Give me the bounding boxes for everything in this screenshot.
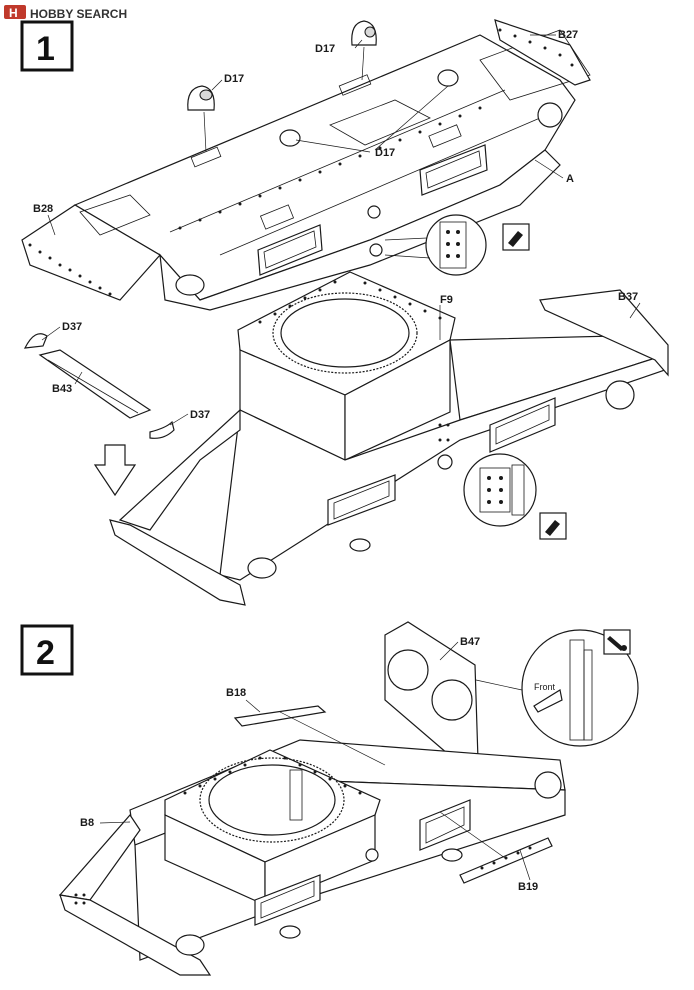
attention-paint-icon xyxy=(603,629,631,655)
part-label-b28: B28 xyxy=(33,203,53,215)
rivet-row xyxy=(74,756,362,905)
b43-d37-parts xyxy=(23,333,175,439)
rivet-row xyxy=(28,28,574,296)
part-label-b19: B19 xyxy=(518,881,538,893)
b19-part xyxy=(439,811,553,884)
part-label-b27: B27 xyxy=(558,29,578,41)
part-label-b43: B43 xyxy=(52,383,72,395)
watermark-badge-icon xyxy=(4,5,26,19)
d17-fittings xyxy=(187,20,459,153)
step-1-number: 1 xyxy=(20,20,74,72)
part-label-b8: B8 xyxy=(80,817,94,829)
glue-icon xyxy=(539,512,567,540)
lower-hull-part-f9 xyxy=(109,271,669,606)
watermark-badge: H xyxy=(9,6,18,20)
step-2-number: 2 xyxy=(20,624,74,676)
glue-icon xyxy=(502,223,530,251)
part-label-d17-center: D17 xyxy=(375,147,395,159)
detail-magnifier-icon xyxy=(463,453,537,527)
part-label-b37: B37 xyxy=(618,291,638,303)
watermark: H HOBBY SEARCH xyxy=(4,5,127,21)
b18-part xyxy=(233,705,386,766)
part-label-b18: B18 xyxy=(226,687,246,699)
part-label-f9: F9 xyxy=(440,294,453,306)
part-label-d17-top: D17 xyxy=(315,43,335,55)
step-1-callouts: D17 D17 B27 D17 A B28 F9 B37 D37 B43 D37 xyxy=(33,29,641,426)
watermark-brand: HOBBY SEARCH xyxy=(30,7,127,21)
front-detail-magnifier-icon: Front xyxy=(475,629,639,747)
part-label-a: A xyxy=(566,173,574,185)
part-label-d37-top: D37 xyxy=(62,321,82,333)
front-label: Front xyxy=(534,682,556,692)
upper-hull-part-a xyxy=(21,19,591,311)
detail-magnifier-icon xyxy=(384,214,487,276)
part-label-b47: B47 xyxy=(460,636,480,648)
assembly-arrow-icon xyxy=(93,444,137,497)
step-1-label: 1 xyxy=(36,30,55,68)
step-2-label: 2 xyxy=(36,634,55,672)
hull-assembly-step-2 xyxy=(58,621,566,976)
part-label-d37-bottom: D37 xyxy=(190,409,210,421)
step-2-callouts: B47 B18 B8 B19 xyxy=(80,636,538,893)
part-label-d17-left: D17 xyxy=(224,73,244,85)
